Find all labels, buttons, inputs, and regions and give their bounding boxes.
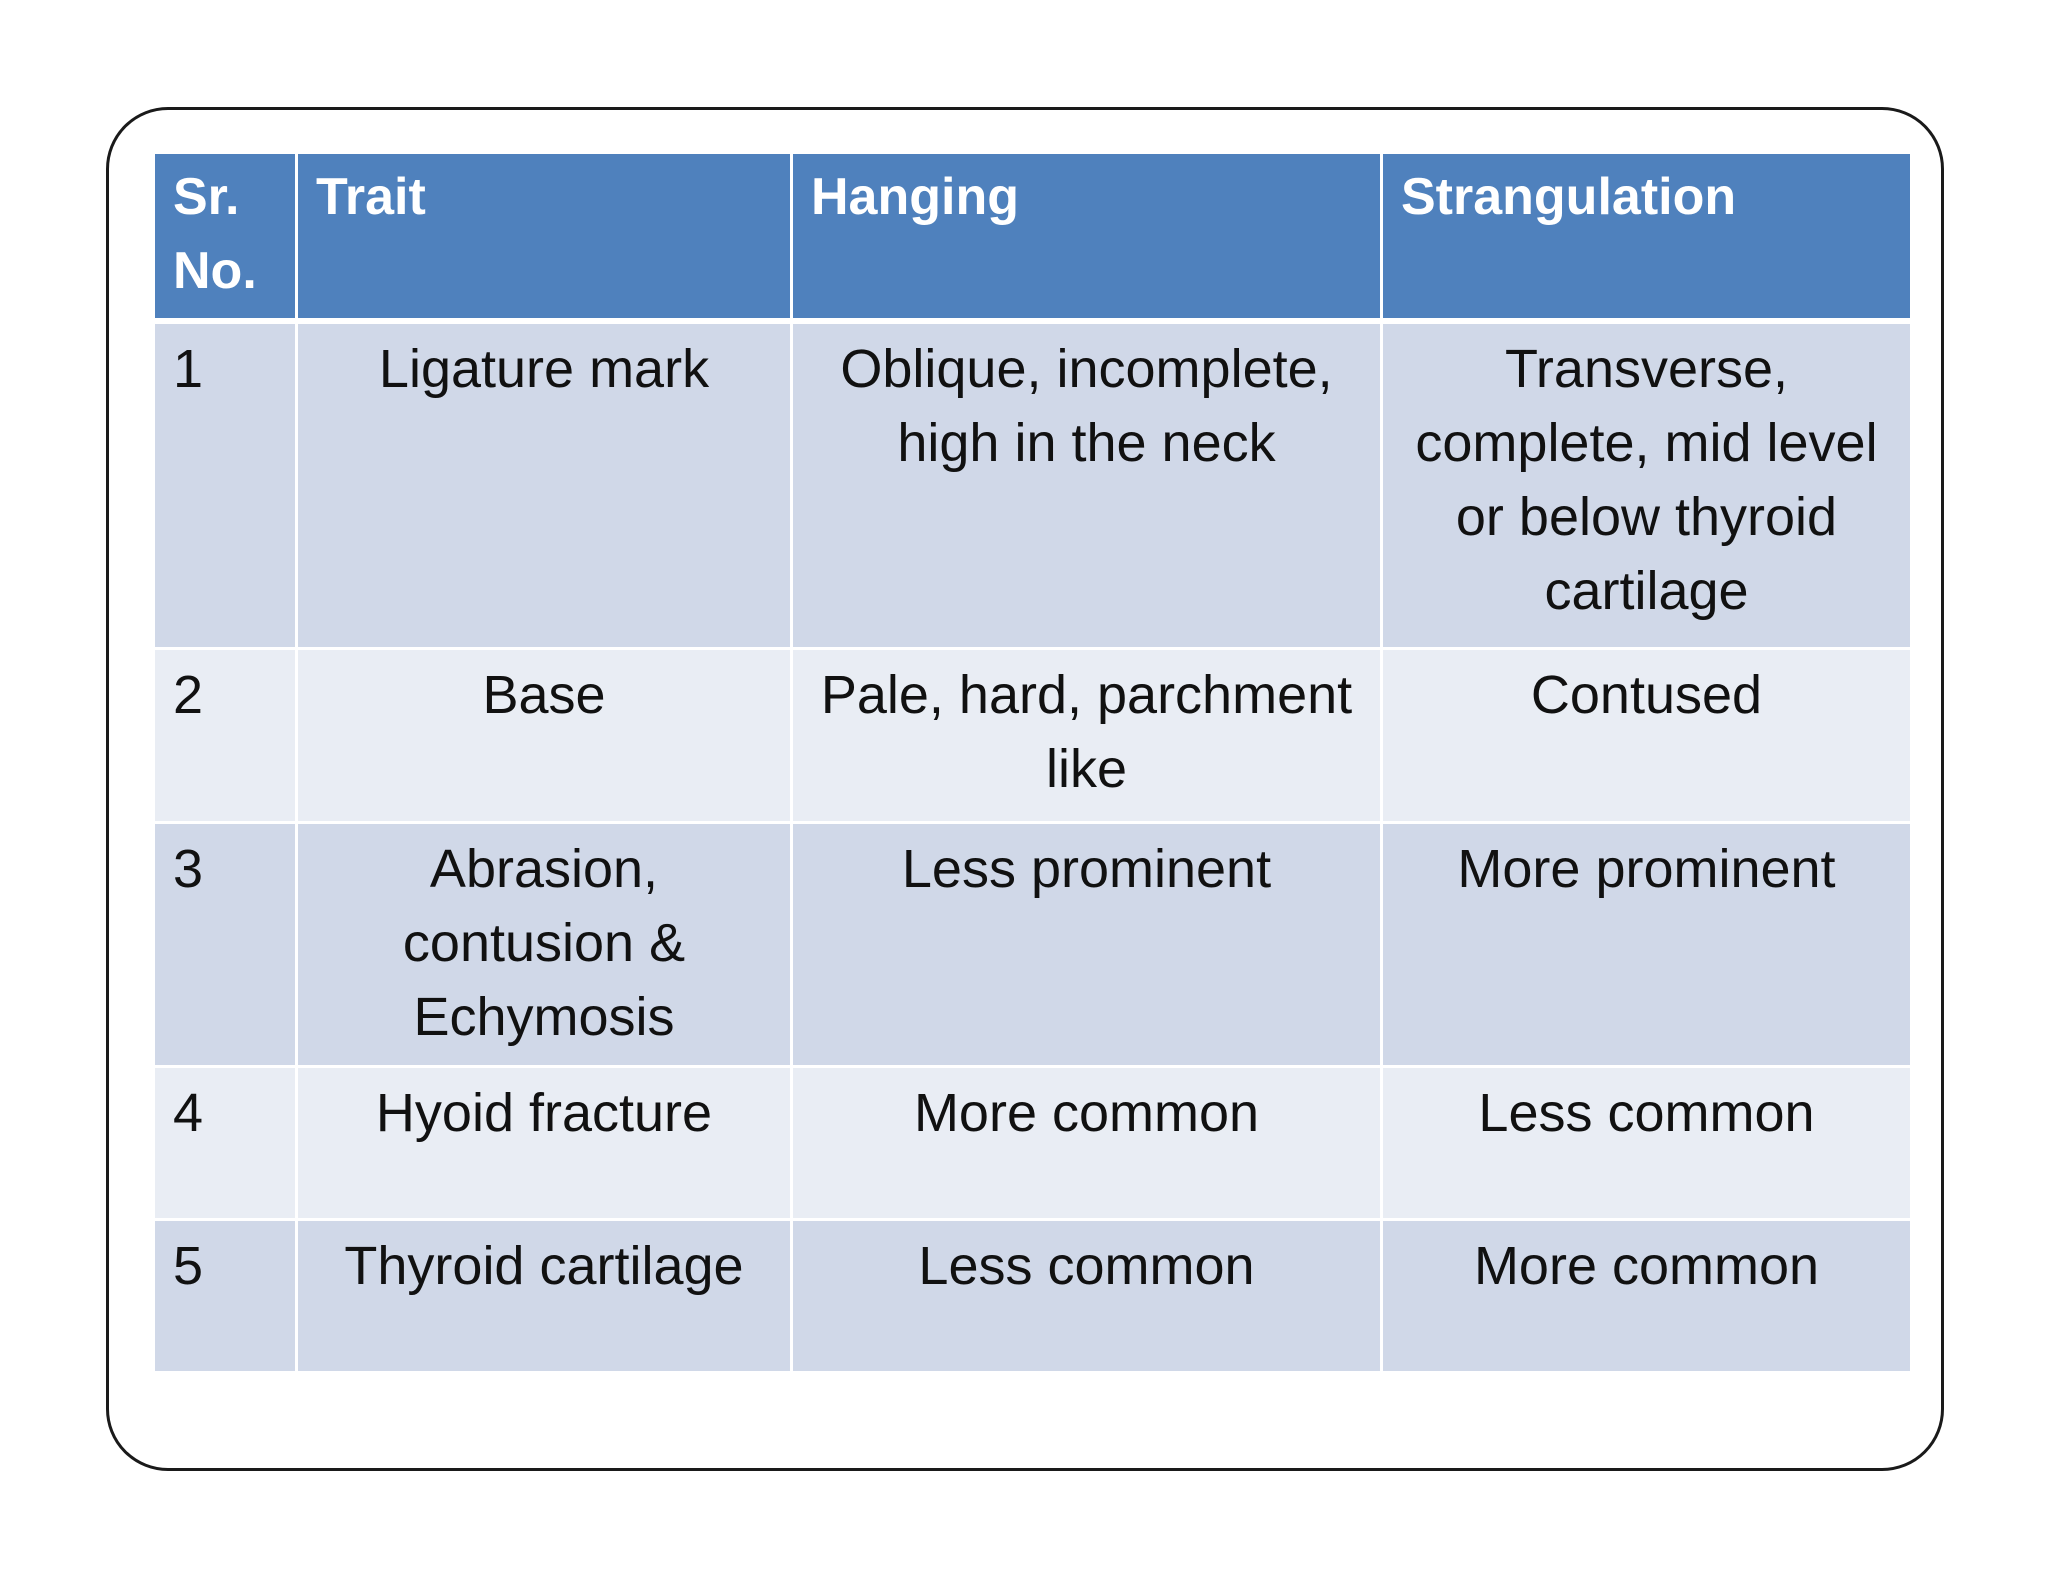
cell-trait: Hyoid fracture [298, 1068, 793, 1221]
header-strangulation: Strangulation [1383, 154, 1910, 324]
slide-frame [106, 107, 1944, 1471]
cell-hanging: Less prominent [793, 824, 1383, 1068]
cell-trait: Thyroid cartilage [298, 1221, 793, 1371]
cell-hanging: Pale, hard, parchment like [793, 650, 1383, 824]
cell-hanging: More common [793, 1068, 1383, 1221]
cell-hanging: Oblique, incomplete, high in the neck [793, 324, 1383, 650]
cell-strangulation: Transverse, complete, mid level or below… [1383, 324, 1910, 650]
cell-strangulation: More common [1383, 1221, 1910, 1371]
cell-hanging: Less common [793, 1221, 1383, 1371]
cell-strangulation: Contused [1383, 650, 1910, 824]
cell-sr: 3 [155, 824, 298, 1068]
cell-sr: 4 [155, 1068, 298, 1221]
cell-trait: Base [298, 650, 793, 824]
cell-trait: Ligature mark [298, 324, 793, 650]
table-row: 4 Hyoid fracture More common Less common [155, 1068, 1910, 1221]
comparison-table: Sr. No. Trait Hanging Strangulation 1 Li… [155, 154, 1910, 1371]
table-row: 3 Abrasion, contusion & Echymosis Less p… [155, 824, 1910, 1068]
cell-strangulation: More prominent [1383, 824, 1910, 1068]
table-row: 1 Ligature mark Oblique, incomplete, hig… [155, 324, 1910, 650]
cell-sr: 5 [155, 1221, 298, 1371]
table-row: 2 Base Pale, hard, parchment like Contus… [155, 650, 1910, 824]
table-row: 5 Thyroid cartilage Less common More com… [155, 1221, 1910, 1371]
header-sr-no: Sr. No. [155, 154, 298, 324]
table-header-row: Sr. No. Trait Hanging Strangulation [155, 154, 1910, 324]
cell-sr: 2 [155, 650, 298, 824]
cell-sr: 1 [155, 324, 298, 650]
cell-trait: Abrasion, contusion & Echymosis [298, 824, 793, 1068]
cell-strangulation: Less common [1383, 1068, 1910, 1221]
header-trait: Trait [298, 154, 793, 324]
header-hanging: Hanging [793, 154, 1383, 324]
